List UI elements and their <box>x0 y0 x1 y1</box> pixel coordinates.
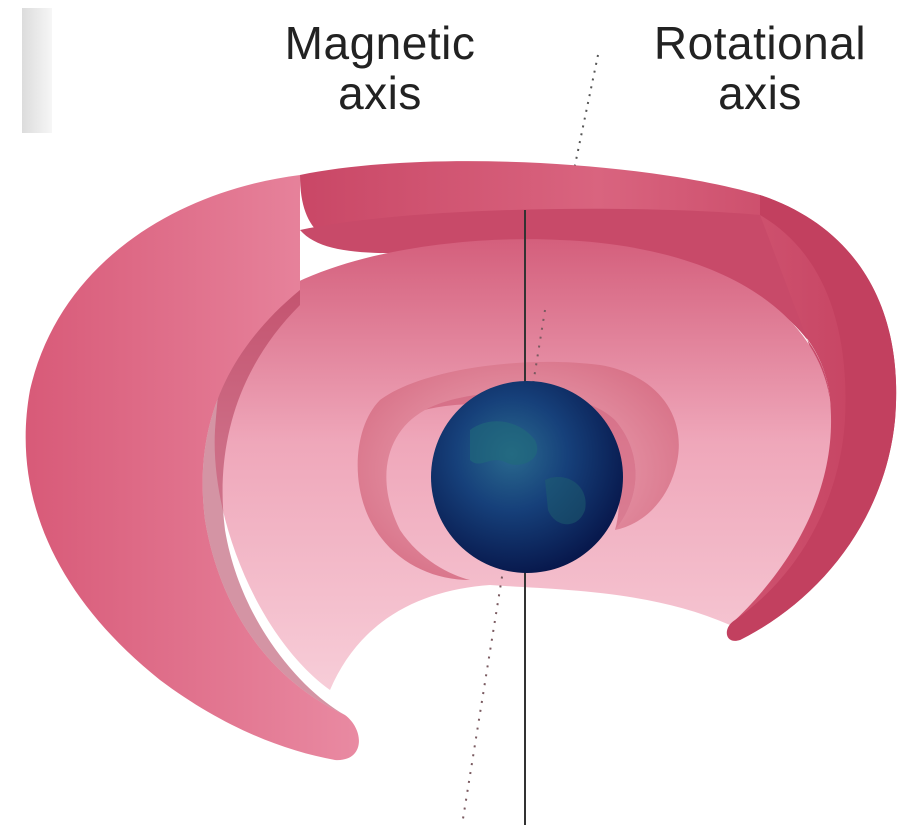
earth <box>431 381 623 573</box>
